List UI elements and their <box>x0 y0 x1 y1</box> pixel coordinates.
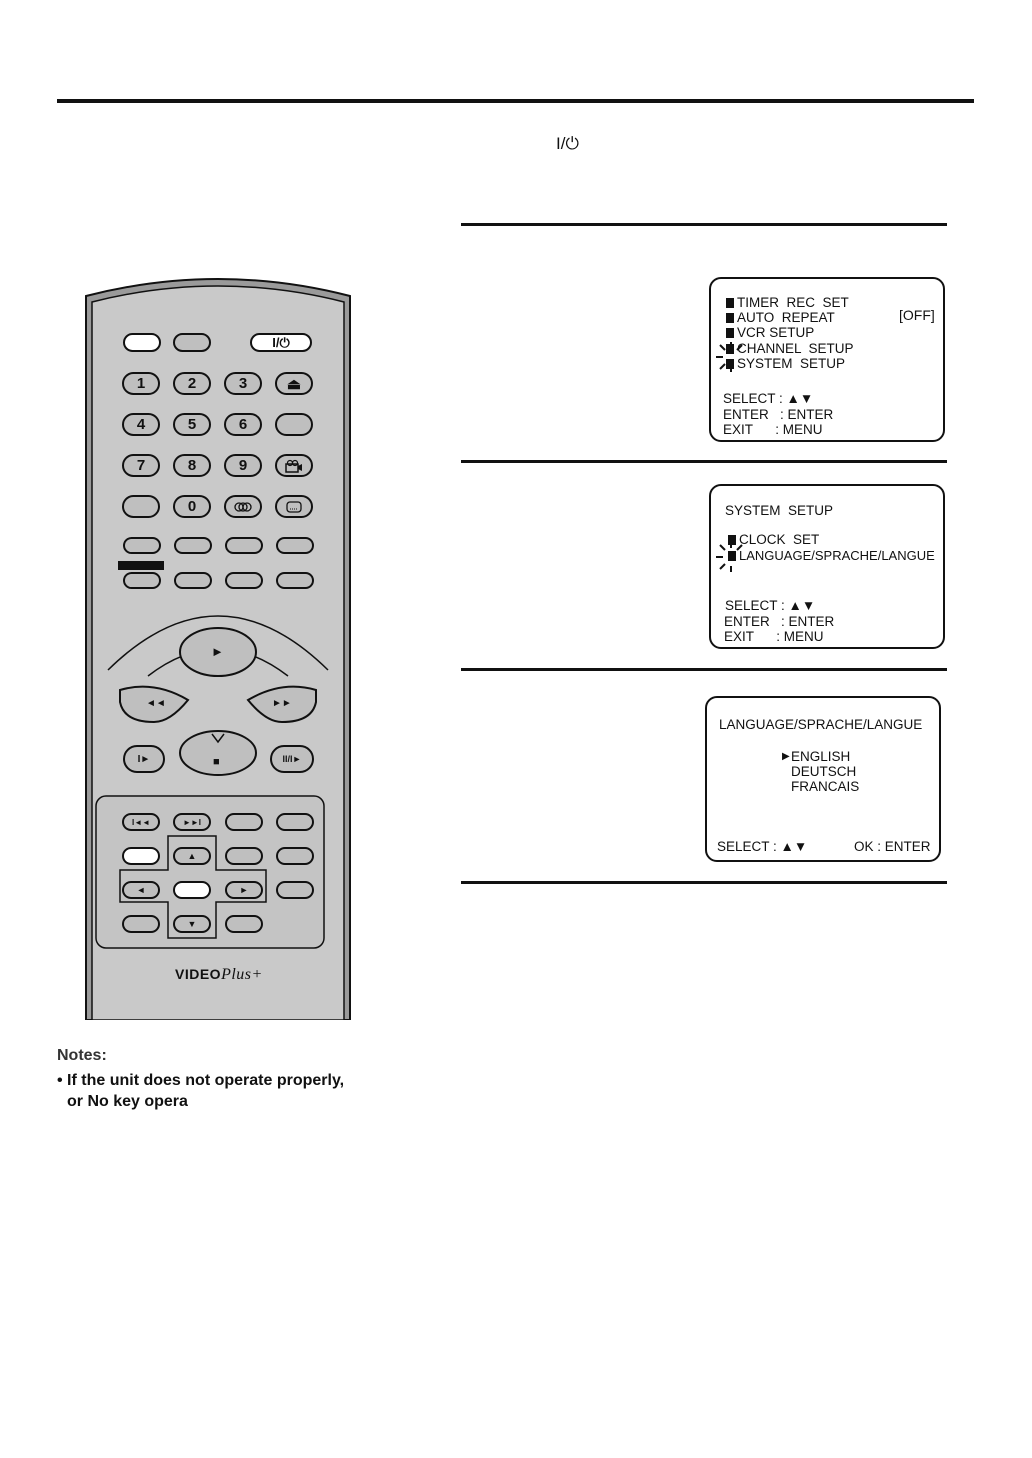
remote-ff-symbol: ►► <box>272 698 292 709</box>
remote-audio-button <box>224 495 262 518</box>
remote-prev-button: I◄◄ <box>122 813 160 831</box>
blink-indicator-icon <box>716 542 743 572</box>
remote-stop-symbol: ■ <box>213 756 220 768</box>
language-option-deutsch: DEUTSCH <box>791 764 857 779</box>
remote-button-0: 0 <box>173 495 211 518</box>
remote-button-8: 8 <box>173 454 211 477</box>
notes-heading: Notes: <box>57 1047 107 1064</box>
remote-camera-button <box>275 454 313 477</box>
audio-icon <box>234 501 252 512</box>
exit-hint: EXIT : MENU <box>723 422 823 437</box>
menu-item-vcr-setup: VCR SETUP <box>726 325 814 340</box>
language-cursor: ▶ <box>782 751 790 762</box>
remote-button-row5-4 <box>276 537 314 554</box>
remote-button-p2-1 <box>122 847 160 865</box>
remote-right-button: ► <box>225 881 263 899</box>
remote-button-p2-3 <box>225 847 263 865</box>
menu-item-clock-set: CLOCK SET <box>728 532 819 547</box>
remote-button-p2-4 <box>276 847 314 865</box>
osd-screen-language: LANGUAGE/SPRACHE/LANGUE ▶ ENGLISH DEUTSC… <box>705 696 941 862</box>
osd-screen-main-menu: TIMER REC SET AUTO REPEAT VCR SETUP CHAN… <box>709 277 945 442</box>
enter-hint: ENTER : ENTER <box>724 614 835 629</box>
remote-subtitle-button <box>275 495 313 518</box>
menu-item-channel-setup: CHANNEL SETUP <box>726 341 854 356</box>
remote-left-button: ◄ <box>122 881 160 899</box>
remote-button-6: 6 <box>224 413 262 436</box>
remote-button-5: 5 <box>173 413 211 436</box>
remote-button-4: 4 <box>122 413 160 436</box>
remote-button-1: 1 <box>122 372 160 395</box>
top-rule <box>57 99 974 103</box>
exit-hint: EXIT : MENU <box>724 629 824 644</box>
language-title: LANGUAGE/SPRACHE/LANGUE <box>719 717 923 732</box>
remote-button-p3-4 <box>276 881 314 899</box>
remote-button-p1-4 <box>276 813 314 831</box>
remote-rew-symbol: ◄◄ <box>146 698 166 709</box>
power-symbol: I/⏻ <box>556 134 579 153</box>
system-setup-title: SYSTEM SETUP <box>725 503 834 518</box>
remote-button-top-1 <box>123 333 161 352</box>
enter-hint: ENTER : ENTER <box>723 407 834 422</box>
remote-pause-button: II/I► <box>270 745 314 773</box>
subtitle-icon <box>286 500 302 513</box>
remote-button-row6-4 <box>276 572 314 589</box>
select-hint: SELECT : ▲▼ <box>723 391 814 406</box>
remote-button-blank-b <box>122 495 160 518</box>
notes-body: • If the unit does not operate properly,… <box>57 1070 397 1112</box>
off-badge: [OFF] <box>899 307 935 323</box>
remote-button-9: 9 <box>224 454 262 477</box>
remote-button-7: 7 <box>122 454 160 477</box>
camera-icon <box>285 459 302 473</box>
menu-item-system-setup: SYSTEM SETUP <box>726 356 845 371</box>
remote-next-button: ►►I <box>173 813 211 831</box>
step-rule-3 <box>461 668 947 671</box>
language-option-english: ENGLISH <box>791 749 851 764</box>
logo-main: VIDEO <box>175 966 222 982</box>
remote-button-p1-3 <box>225 813 263 831</box>
remote-slow-button: I► <box>123 745 165 773</box>
remote-button-blank-a <box>275 413 313 436</box>
osd-screen-system-setup: SYSTEM SETUP CLOCK SET LANGUAGE/SPRACHE/… <box>709 484 945 649</box>
remote-enter-button <box>173 881 211 899</box>
notes-line-2: or No key opera <box>67 1093 188 1110</box>
remote-button-row5-3 <box>225 537 263 554</box>
step-rule-4 <box>461 881 947 884</box>
ok-hint: OK : ENTER <box>854 839 931 854</box>
remote-up-button: ▲ <box>173 847 211 865</box>
remote-button-row6-1 <box>123 572 161 589</box>
remote-button-p4-1 <box>122 915 160 933</box>
language-option-francais: FRANCAIS <box>791 779 860 794</box>
videoplus-logo: VIDEOPlus+ <box>175 966 263 984</box>
remote-button-2: 2 <box>173 372 211 395</box>
notes-line-1: • If the unit does not operate properly, <box>57 1072 345 1089</box>
remote-control-illustration: I/⏻ 1 2 3 ⏏ 4 5 6 7 8 9 0 ► ◄◄ ►► ■ I► I… <box>84 262 352 1020</box>
menu-item-language: LANGUAGE/SPRACHE/LANGUE <box>728 548 935 563</box>
menu-item-timer: TIMER REC SET <box>726 295 849 310</box>
remote-down-button: ▼ <box>173 915 211 933</box>
remote-button-row6-2 <box>174 572 212 589</box>
remote-power-button: I/⏻ <box>250 333 312 352</box>
remote-eject-button: ⏏ <box>275 372 313 395</box>
step-rule-2 <box>461 460 947 463</box>
step-rule-1 <box>461 223 947 226</box>
remote-button-p4-3 <box>225 915 263 933</box>
select-hint: SELECT : ▲▼ <box>725 598 816 613</box>
remote-button-row5-2 <box>174 537 212 554</box>
remote-play-symbol: ► <box>211 644 224 659</box>
menu-item-auto-repeat: AUTO REPEAT <box>726 310 835 325</box>
logo-script: Plus+ <box>221 966 263 983</box>
remote-button-top-2 <box>173 333 211 352</box>
remote-button-3: 3 <box>224 372 262 395</box>
remote-button-row6-3 <box>225 572 263 589</box>
select-hint: SELECT : ▲▼ <box>717 839 808 854</box>
remote-button-row5-1 <box>123 537 161 554</box>
